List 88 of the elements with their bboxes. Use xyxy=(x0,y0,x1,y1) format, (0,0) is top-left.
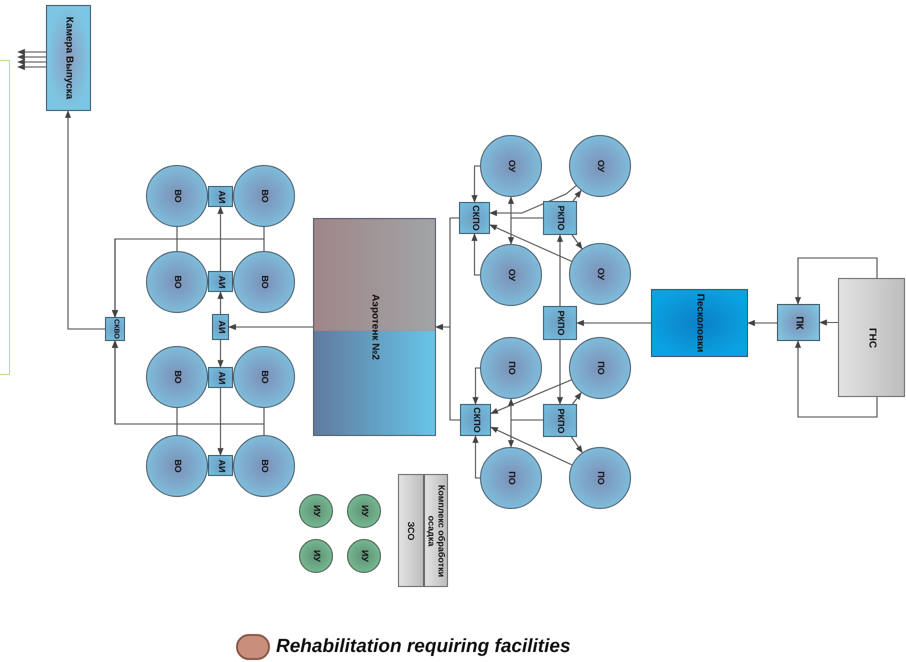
flow-arrow xyxy=(17,54,46,60)
sand-trap-box xyxy=(651,289,748,357)
node-label: ЗСО xyxy=(406,520,416,542)
flow-arrow xyxy=(217,206,224,271)
node-label: Аэротенк №2 xyxy=(368,293,381,362)
unit-box xyxy=(208,271,233,292)
flow-arrow xyxy=(819,319,838,326)
node-label: ВО xyxy=(258,189,271,203)
flow-arrow xyxy=(572,234,582,250)
flow-arrow xyxy=(472,367,480,405)
node-label: РКПО xyxy=(554,310,567,336)
node-label: ИУ xyxy=(358,550,371,562)
node-label: ОУ xyxy=(506,160,518,172)
node-label: АИ xyxy=(215,190,228,203)
unit-box xyxy=(212,314,229,340)
unit-box xyxy=(543,201,577,235)
node-label: Песколовки xyxy=(693,292,706,354)
node-label: РКПО xyxy=(554,206,567,230)
node-label: СКПО xyxy=(469,205,482,231)
node-label: Камера Выпуска xyxy=(62,16,75,102)
flow-arrow xyxy=(471,233,480,276)
node-label: ОУ xyxy=(594,268,607,280)
flow-arrow xyxy=(508,217,543,245)
outlet-chamber-box xyxy=(46,5,91,111)
node-label: ИУ xyxy=(310,504,323,518)
node-label: ПО xyxy=(506,361,518,375)
node-label: ВО xyxy=(172,370,184,384)
node-label: АИ xyxy=(215,371,228,384)
flow-arrow xyxy=(471,165,480,203)
flow-arrow xyxy=(217,291,224,314)
flow-arrow xyxy=(228,324,313,330)
node-label: ВО xyxy=(258,275,271,289)
flow-arrow xyxy=(17,58,46,66)
chamber-box xyxy=(777,304,820,341)
flow-arrow xyxy=(17,64,46,70)
flow-arrow xyxy=(747,320,777,326)
node-label: ОУ xyxy=(594,160,607,172)
flow-arrow xyxy=(17,48,46,56)
node-label: АИ xyxy=(215,459,228,472)
flow-arrow xyxy=(217,388,224,456)
flow-arrow xyxy=(576,320,651,326)
unit-box xyxy=(460,404,491,436)
node-label: АИ xyxy=(215,320,228,334)
node-label: ИУ xyxy=(310,550,323,562)
flow-arrow xyxy=(217,340,224,368)
legend-label: Rehabilitation requiring facilities xyxy=(276,635,571,659)
node-label: ИУ xyxy=(358,504,371,518)
node-label: АИ xyxy=(215,275,228,288)
unit-box xyxy=(543,404,577,437)
flow-arrow xyxy=(572,190,582,202)
flow-arrow xyxy=(490,379,572,414)
flow-arrow xyxy=(572,392,582,404)
node-label: ПО xyxy=(506,471,518,485)
flow-arrow xyxy=(571,436,583,454)
node-label: ПК xyxy=(792,316,805,330)
unit-box xyxy=(459,202,490,234)
flow-arrow xyxy=(489,185,576,216)
node-label: ПО xyxy=(594,471,607,485)
node-label: ОУ xyxy=(506,268,518,282)
unit-box xyxy=(208,186,233,207)
node-label: ВО xyxy=(258,459,271,473)
flow-arrow xyxy=(490,426,572,466)
unit-box xyxy=(543,306,577,340)
node-label: Комплекс обработки осадка xyxy=(426,483,446,579)
sludge-unit-box xyxy=(398,474,424,587)
unit-box xyxy=(105,317,125,341)
node-label: ВО xyxy=(172,275,184,289)
node-label: ВО xyxy=(172,459,184,473)
node-label: РКПО xyxy=(554,408,567,433)
node-label: ВО xyxy=(172,189,184,203)
flow-arrow xyxy=(472,435,480,479)
flow-arrow xyxy=(794,257,878,305)
flow-arrow xyxy=(508,419,543,448)
node-label: ВО xyxy=(258,370,271,384)
flow-arrow xyxy=(556,234,564,306)
flow-arrow xyxy=(64,110,105,330)
flow-arrow xyxy=(794,340,878,418)
flow-arrow xyxy=(489,224,572,262)
unit-box xyxy=(208,367,233,388)
node-label: СКПО xyxy=(470,407,482,433)
node-label: ПО xyxy=(594,361,607,375)
flow-arrow xyxy=(435,324,460,421)
unit-box xyxy=(208,455,233,476)
node-label: ГНС xyxy=(865,327,878,348)
sludge-unit-box xyxy=(424,474,448,587)
flow-arrow xyxy=(556,340,564,405)
pump-station-box xyxy=(838,278,905,397)
aeration-tank xyxy=(313,218,436,436)
